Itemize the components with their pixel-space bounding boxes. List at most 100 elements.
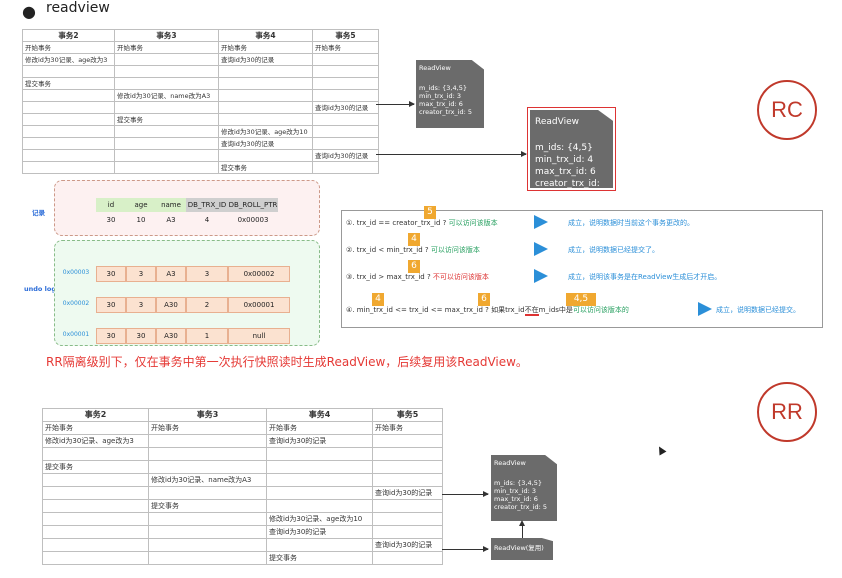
table-cell	[114, 53, 219, 66]
table-cell	[42, 499, 149, 513]
readview-line: min_trx_id: 3	[494, 487, 536, 495]
bullet-icon: ●	[22, 2, 36, 21]
table-cell: 查询id为30的记录	[312, 149, 379, 162]
undo-value-cell: 30	[96, 297, 126, 313]
blue-arrow-icon	[534, 269, 548, 283]
record-header-cell: id	[96, 198, 126, 212]
mouse-cursor-icon	[655, 444, 667, 456]
table-row: 开始事务开始事务开始事务开始事务	[22, 41, 379, 54]
readview-line: min_trx_id: 4	[535, 155, 594, 165]
table-cell	[372, 512, 443, 526]
record-header-cell: DB_TRX_ID	[186, 198, 228, 212]
rule-text: ④. min_trx_id <= trx_id <= max_trx_id ? …	[346, 305, 629, 316]
table-cell	[266, 447, 373, 461]
table-cell: 开始事务	[266, 421, 373, 435]
table-cell: 修改id为30记录、age改为3	[22, 53, 115, 66]
table-cell	[372, 551, 443, 565]
readview-reuse-title: ReadView(复用)	[494, 544, 544, 552]
readview-line: creator_trx_id: 5	[535, 179, 600, 201]
readview-line: max_trx_id: 6	[419, 100, 463, 108]
blue-arrow-icon	[698, 302, 712, 316]
table-cell: 开始事务	[114, 41, 219, 54]
arrow-to-readview-1	[376, 101, 415, 107]
table-cell	[218, 89, 313, 102]
table-cell: 查询id为30的记录	[372, 486, 443, 500]
rule-condition-tail: m_ids中是	[538, 306, 573, 314]
column-header: 事务4	[266, 408, 373, 422]
rule-badge: 6	[408, 260, 420, 273]
rr-circle-label: RR	[757, 382, 817, 442]
rule-text: ③. trx_id > max_trx_id ? 不可以访问该版本	[346, 272, 489, 282]
readview-line: m_ids: {4,5}	[535, 143, 593, 153]
rule-not-in: 不在	[524, 306, 539, 316]
blue-arrow-icon	[534, 215, 548, 229]
undo-value-cell: 1	[186, 328, 228, 344]
column-header: 事务2	[22, 29, 115, 42]
table-cell	[218, 77, 313, 90]
visibility-rules-box	[341, 210, 823, 328]
undo-value-cell: 3	[126, 297, 156, 313]
table-cell: 开始事务	[22, 41, 115, 54]
undo-address: 0x00003	[62, 269, 90, 276]
undo-value-cell: 2	[186, 297, 228, 313]
rule-access: 可以访问该版本	[428, 246, 480, 254]
column-header: 事务2	[42, 408, 149, 422]
table-row: 修改id为30记录、name改为A3	[42, 473, 443, 487]
table-row: 修改id为30记录、name改为A3	[22, 89, 379, 102]
arrow-to-readview-2	[376, 151, 527, 157]
table-cell	[114, 125, 219, 138]
table-cell: 开始事务	[148, 421, 267, 435]
table-cell	[42, 551, 149, 565]
table-cell	[312, 89, 379, 102]
table-cell: 提交事务	[266, 551, 373, 565]
table-cell	[22, 161, 115, 174]
table-cell	[312, 65, 379, 78]
table-cell	[148, 486, 267, 500]
table-cell	[218, 113, 313, 126]
table-cell: 修改id为30记录、name改为A3	[148, 473, 267, 487]
rule-badge: 5	[424, 206, 436, 219]
undo-value-cell: 3	[126, 266, 156, 282]
table-cell	[372, 460, 443, 474]
rule-text: ①. trx_id == creator_trx_id ? 可以访问该版本	[346, 218, 498, 228]
rc-circle-label: RC	[757, 80, 817, 140]
table-cell	[42, 473, 149, 487]
undo-value-cell: 30	[126, 328, 156, 344]
table-cell	[148, 551, 267, 565]
table-row: 提交事务	[22, 161, 379, 174]
table-cell	[22, 65, 115, 78]
undo-value-cell: null	[228, 328, 290, 344]
table-row: 查询id为30的记录	[42, 525, 443, 539]
arrow-to-readview-reuse	[442, 546, 489, 552]
table-cell	[218, 149, 313, 162]
table-cell	[22, 101, 115, 114]
table-cell: 开始事务	[312, 41, 379, 54]
table-cell: 提交事务	[218, 161, 313, 174]
table-cell: 修改id为30记录、age改为3	[42, 434, 149, 448]
record-value-cell: A3	[166, 216, 176, 224]
table-row: 开始事务开始事务开始事务开始事务	[42, 421, 443, 435]
rule-badge: 6	[478, 293, 490, 306]
readview-line: creator_trx_id: 5	[419, 108, 472, 116]
table-cell	[22, 113, 115, 126]
rule-condition: ①. trx_id == creator_trx_id ?	[346, 219, 447, 227]
record-header-cell: name	[156, 198, 186, 212]
readview-title: ReadView	[535, 117, 579, 127]
table-cell	[114, 137, 219, 150]
table-cell	[266, 499, 373, 513]
table-cell: 修改id为30记录、age改为10	[218, 125, 313, 138]
table-row: 查询id为30的记录	[42, 486, 443, 500]
table-cell: 修改id为30记录、name改为A3	[114, 89, 219, 102]
undo-value-cell: A30	[156, 328, 186, 344]
rule-condition: ②. trx_id < min_trx_id ?	[346, 246, 429, 254]
table-cell	[42, 486, 149, 500]
table-row: 提交事务	[22, 77, 379, 90]
table-cell: 开始事务	[372, 421, 443, 435]
table-cell: 提交事务	[148, 499, 267, 513]
rule-condition: ④. min_trx_id <= trx_id <= max_trx_id ? …	[346, 306, 525, 314]
table-cell	[372, 434, 443, 448]
table-cell	[372, 499, 443, 513]
table-row: 查询id为30的记录	[22, 137, 379, 150]
